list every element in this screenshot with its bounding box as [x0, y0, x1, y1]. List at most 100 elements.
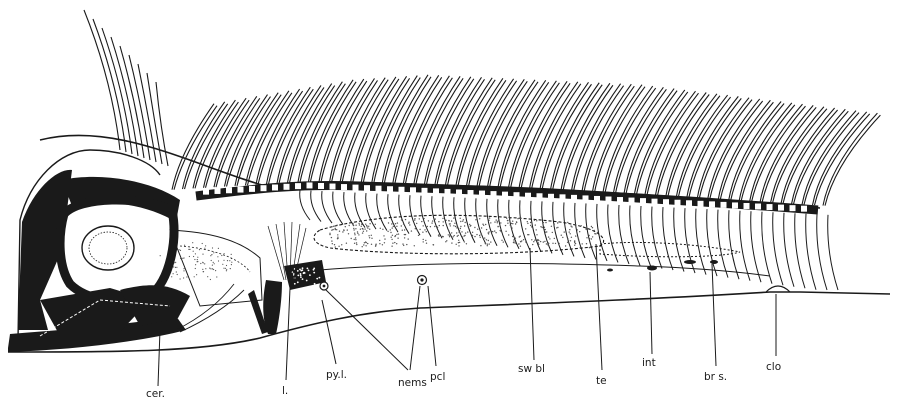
- stipple-dot: [375, 246, 376, 247]
- stipple-dot: [577, 229, 578, 230]
- stipple-dot: [548, 242, 549, 243]
- stipple-dot: [540, 241, 541, 242]
- stipple-dot: [595, 233, 596, 234]
- stipple-dot: [554, 238, 555, 239]
- stipple-dot: [592, 227, 593, 228]
- stipple-dot: [499, 225, 500, 226]
- stipple-dot: [531, 239, 532, 240]
- stipple-dot: [500, 231, 501, 232]
- vertebra-gap: [778, 205, 784, 211]
- stipple-dot: [424, 229, 425, 230]
- stipple-dot: [574, 245, 575, 246]
- label-pcl: pcl: [430, 371, 445, 383]
- stipple-dot: [476, 234, 477, 235]
- stipple-dot: [456, 232, 457, 233]
- ventral-ray: [641, 206, 651, 267]
- vertebra-gap: [502, 192, 508, 198]
- fin-ray: [372, 76, 418, 185]
- organ-dot: [297, 270, 299, 272]
- stipple-dot: [536, 220, 537, 221]
- stipple-dot: [365, 224, 366, 225]
- stipple-dot: [451, 220, 452, 221]
- stipple-dot: [188, 249, 189, 250]
- vertebra-gap: [801, 206, 807, 212]
- ventral-ray: [553, 202, 563, 255]
- stipple-dot: [337, 234, 338, 235]
- fin-ray: [288, 84, 332, 183]
- stipple-dot: [507, 223, 508, 224]
- stipple-dot: [203, 271, 204, 272]
- stipple-dot: [427, 226, 428, 227]
- stipple-dot: [354, 233, 355, 234]
- stipple-dot: [430, 226, 431, 227]
- stipple-dot: [578, 238, 579, 239]
- stipple-dot: [357, 231, 358, 232]
- stipple-dot: [521, 240, 522, 241]
- ventral-ray: [828, 215, 838, 290]
- stipple-dot: [515, 223, 516, 224]
- stipple-dot: [453, 217, 454, 218]
- stipple-dot: [472, 235, 473, 236]
- stipple-dot: [508, 234, 509, 235]
- stipple-dot: [485, 224, 486, 225]
- leader-te: [596, 244, 602, 370]
- stipple-dot: [437, 227, 438, 228]
- stipple-dot: [516, 221, 517, 222]
- organ-dot: [313, 269, 315, 271]
- organ-dot: [300, 276, 302, 278]
- stipple-dot: [173, 266, 174, 267]
- organ-dot: [309, 274, 311, 276]
- stipple-dot: [486, 239, 487, 240]
- stipple-dot: [223, 268, 224, 269]
- stipple-dot: [458, 240, 459, 241]
- stipple-dot: [213, 269, 214, 270]
- stipple-dot: [463, 219, 464, 220]
- leader-int: [650, 272, 652, 354]
- vertebra-gap: [640, 198, 646, 204]
- stipple-dot: [189, 249, 190, 250]
- ventral-ray: [674, 208, 684, 272]
- stipple-dot: [213, 252, 214, 253]
- organ-dot: [306, 280, 308, 282]
- vertebra-gap: [479, 191, 485, 197]
- fin-ray: [393, 75, 439, 185]
- stipple-dot: [460, 218, 461, 219]
- fin-ray-pair: [395, 77, 442, 185]
- stipple-dot: [356, 242, 357, 243]
- stipple-dot: [371, 244, 372, 245]
- stipple-dot: [543, 222, 544, 223]
- vertebra-gap: [491, 191, 497, 197]
- stipple-dot: [544, 241, 545, 242]
- stipple-dot: [525, 241, 526, 242]
- stipple-dot: [329, 233, 330, 234]
- vertebra-gap: [755, 204, 761, 210]
- fin-ray: [277, 85, 321, 183]
- stipple-dot: [414, 219, 415, 220]
- stipple-dot: [380, 228, 381, 229]
- stipple-dot: [392, 243, 393, 244]
- organ-dot: [316, 278, 318, 280]
- stipple-dot: [549, 238, 550, 239]
- stipple-dot: [448, 234, 449, 235]
- ventral-ray: [311, 191, 321, 222]
- ventral-ray: [333, 192, 343, 225]
- vertebra-gap: [594, 196, 600, 202]
- stipple-dot: [518, 243, 519, 244]
- vertebra-gap: [698, 201, 704, 207]
- stipple-dot: [503, 241, 504, 242]
- stipple-dot: [555, 243, 556, 244]
- vertebra-gap: [215, 188, 221, 194]
- leader-cer: [158, 330, 160, 386]
- stipple-dot: [423, 218, 424, 219]
- stipple-dot: [183, 257, 184, 258]
- stipple-dot: [481, 234, 482, 235]
- vertebra-gap: [629, 198, 635, 204]
- stipple-dot: [214, 263, 215, 264]
- stipple-dot: [443, 221, 444, 222]
- stipple-dot: [489, 243, 490, 244]
- organ-dot: [300, 270, 302, 272]
- stipple-dot: [538, 240, 539, 241]
- ventral-ray: [773, 212, 783, 285]
- stipple-dot: [176, 271, 177, 272]
- stipple-dot: [202, 262, 203, 263]
